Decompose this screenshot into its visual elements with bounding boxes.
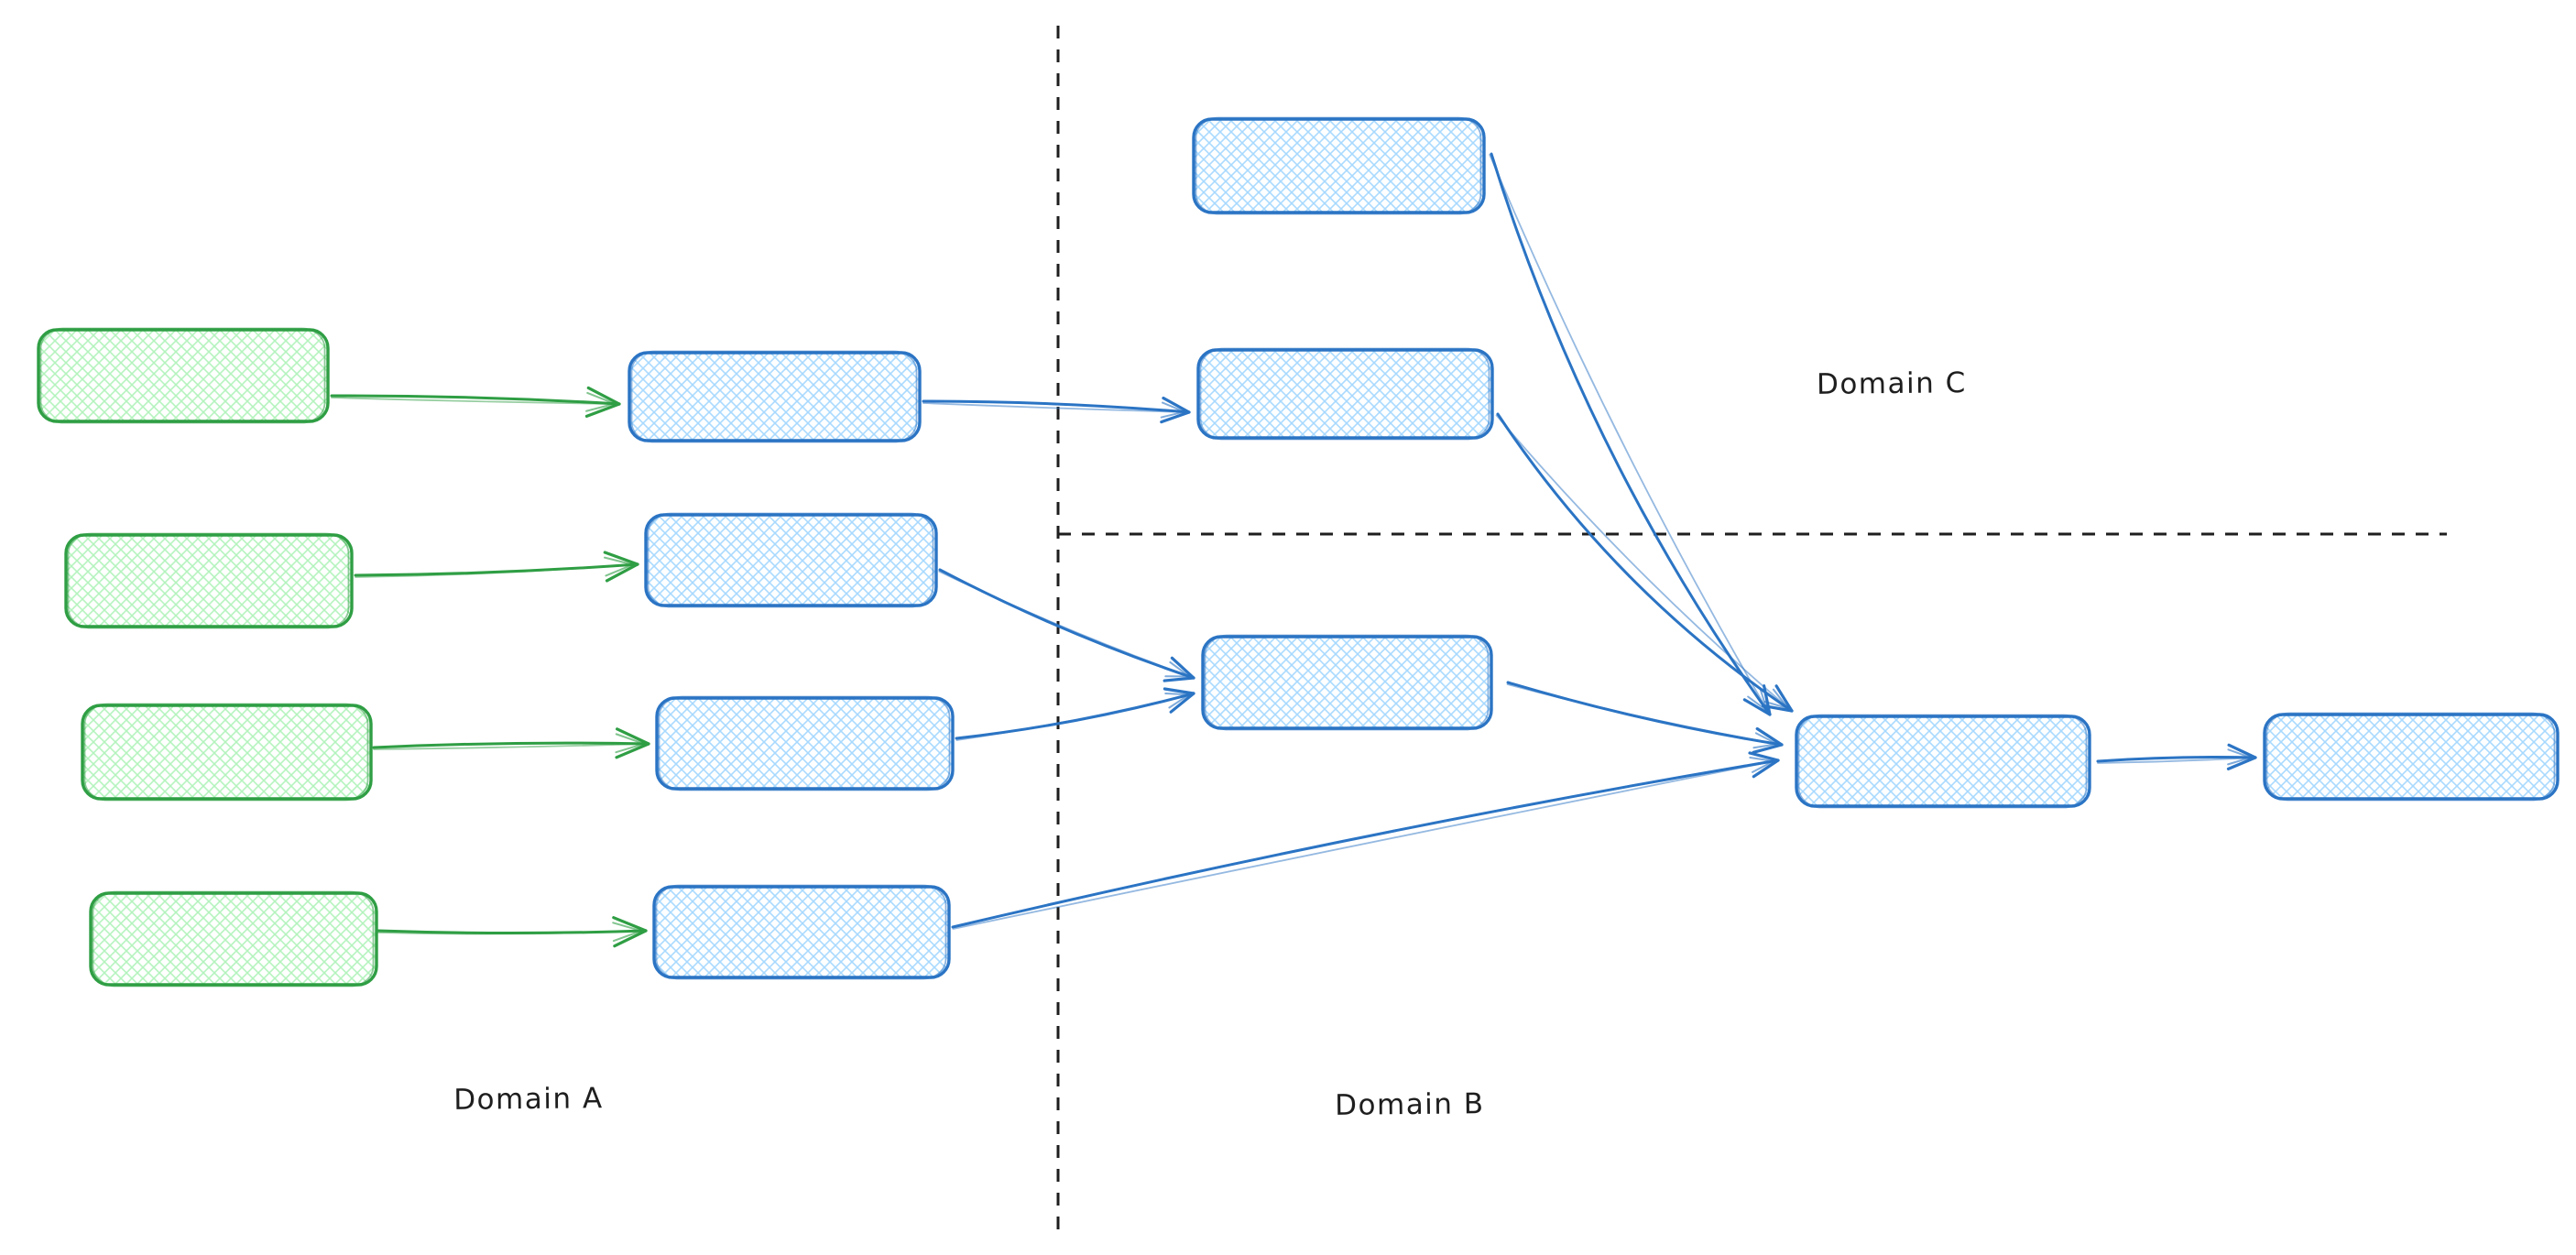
- blue-box-c1: [1196, 347, 1494, 441]
- arrow-a3-to-b-mid: [955, 687, 1195, 741]
- green-box-2: [64, 532, 354, 629]
- arrow-green4-to-a4: [377, 916, 648, 948]
- arrow-a1-to-c1: [922, 396, 1191, 424]
- domain-dividers: [1056, 26, 2447, 1234]
- arrow-b-hub-to-final: [2096, 743, 2257, 770]
- blue-box-b-mid: [1201, 634, 1493, 731]
- blue-box-c-top: [1192, 116, 1486, 215]
- nodes-layer: [37, 116, 2560, 988]
- blue-box-b-final: [2263, 712, 2560, 802]
- arrow-green2-to-a2: [354, 551, 639, 583]
- labels-layer: Domain A Domain B Domain C: [453, 366, 1967, 1122]
- green-box-4: [89, 890, 378, 988]
- domain-b-label: Domain B: [1335, 1087, 1485, 1122]
- arrow-a4-to-b-hub: [951, 751, 1780, 930]
- domain-c-label: Domain C: [1817, 366, 1967, 401]
- arrow-c1-to-b-hub: [1495, 412, 1794, 713]
- blue-box-a3: [655, 695, 955, 791]
- blue-box-a1: [628, 350, 922, 443]
- domain-a-label: Domain A: [453, 1082, 604, 1117]
- arrow-a2-to-b-mid: [938, 568, 1195, 682]
- arrow-green1-to-a1: [330, 386, 621, 418]
- arrow-c-top-to-b-hub: [1489, 152, 1772, 716]
- blue-box-a4: [652, 884, 951, 980]
- arrow-green3-to-a3: [372, 727, 650, 759]
- arrow-b-mid-to-b-hub: [1506, 681, 1784, 754]
- green-box-3: [81, 703, 373, 802]
- green-box-1: [37, 327, 330, 424]
- blue-box-b-hub: [1795, 714, 2091, 809]
- blue-box-a2: [644, 512, 938, 608]
- arrows-layer: [330, 152, 2257, 948]
